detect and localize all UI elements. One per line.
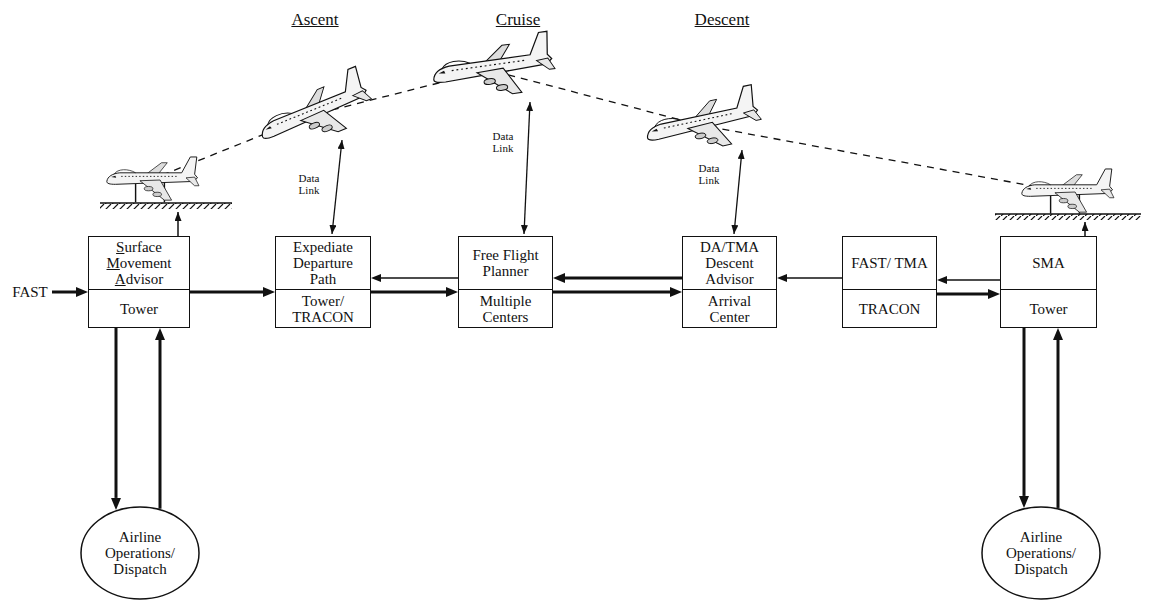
process-box: DA/TMA Descent AdvisorArrival Center [682, 236, 777, 328]
box-compartment: Surface Movement Advisor [89, 237, 189, 289]
process-box: Expediate Departure PathTower/ TRACON [275, 236, 371, 328]
process-box: SMA Tower [1000, 236, 1097, 328]
airplane-descent [641, 84, 765, 161]
box-compartment: TRACON [843, 289, 936, 327]
process-box: Surface Movement AdvisorTower [88, 236, 190, 328]
initial-letter: S [116, 239, 124, 255]
box-compartment: DA/TMA Descent Advisor [683, 237, 776, 289]
facility-name: TRACON [859, 301, 921, 317]
oval-shape [982, 507, 1100, 599]
flow-arrow [553, 291, 670, 294]
flow-arrow [565, 277, 682, 280]
flow-arrow [115, 328, 118, 498]
flow-arrow [947, 279, 1000, 281]
airplane-ground [107, 157, 199, 202]
box-compartment: Free Flight Planner [459, 237, 552, 289]
box-compartment: Tower [1001, 289, 1096, 327]
phase-label: Descent [682, 10, 762, 30]
organization-oval: Airline Operations/ Dispatch [981, 506, 1101, 600]
airplane-ascent [251, 65, 378, 158]
box-compartment: Arrival Center [683, 289, 776, 327]
facility-name: Tower [120, 301, 158, 317]
data-link-label: Data Link [484, 130, 522, 154]
box-compartment: Tower/ TRACON [276, 289, 370, 327]
input-label: FAST [8, 283, 52, 301]
oval-shape [81, 507, 199, 599]
flow-arrow [787, 277, 842, 279]
tool-name: DA/TMA Descent Advisor [687, 239, 772, 287]
flow-arrow [159, 340, 162, 509]
flow-arrow [381, 277, 458, 279]
phase-label: Ascent [275, 10, 355, 30]
initial-letter: M [107, 255, 120, 271]
input-arrow-head [76, 287, 88, 297]
flow-arrow [937, 293, 988, 296]
box-compartment: Multiple Centers [459, 289, 552, 327]
tool-name: Expediate Departure Path [280, 239, 366, 287]
flow-arrow [1023, 328, 1026, 496]
ground-right [995, 214, 1141, 220]
ground-left [100, 203, 232, 209]
data-link-arrow [734, 150, 742, 234]
flow-arrow [1057, 340, 1060, 508]
initial-letter: A [115, 271, 126, 287]
airplane-landing [1022, 169, 1114, 214]
operations-name: Airline Operations/ Dispatch [999, 529, 1083, 577]
tower-arrow [177, 212, 179, 236]
data-link-arrow [524, 102, 530, 234]
data-link-label: Data Link [290, 172, 328, 196]
phase-label: Cruise [478, 10, 558, 30]
tower-arrow [1084, 222, 1086, 236]
data-link-label: Data Link [690, 162, 728, 186]
oval-body: Airline Operations/ Dispatch [981, 506, 1101, 600]
operations-name: Airline Operations/ Dispatch [98, 529, 182, 577]
facility-name: Arrival Center [687, 293, 772, 325]
flight-path [150, 70, 1065, 192]
tool-name: FAST/ TMA [851, 255, 928, 271]
input-arrow [52, 291, 76, 294]
tool-name: SMA [1032, 255, 1065, 271]
flow-arrow [190, 291, 263, 294]
process-box: Free Flight PlannerMultiple Centers [458, 236, 553, 328]
tool-name: Free Flight Planner [463, 247, 548, 279]
facility-name: Tower [1029, 301, 1067, 317]
oval-body: Airline Operations/ Dispatch [80, 506, 200, 600]
process-box: FAST/ TMA TRACON [842, 236, 937, 328]
organization-oval: Airline Operations/ Dispatch [80, 506, 200, 600]
facility-name: Tower/ TRACON [280, 293, 366, 325]
box-compartment: FAST/ TMA [843, 237, 936, 289]
box-compartment: Tower [89, 289, 189, 327]
airplane-cruise [429, 31, 557, 104]
data-link-arrow [332, 140, 342, 234]
flow-arrow [371, 291, 446, 294]
facility-name: Multiple Centers [463, 293, 548, 325]
box-compartment: SMA [1001, 237, 1096, 289]
tool-name: Surface Movement Advisor [93, 239, 185, 287]
box-compartment: Expediate Departure Path [276, 237, 370, 289]
